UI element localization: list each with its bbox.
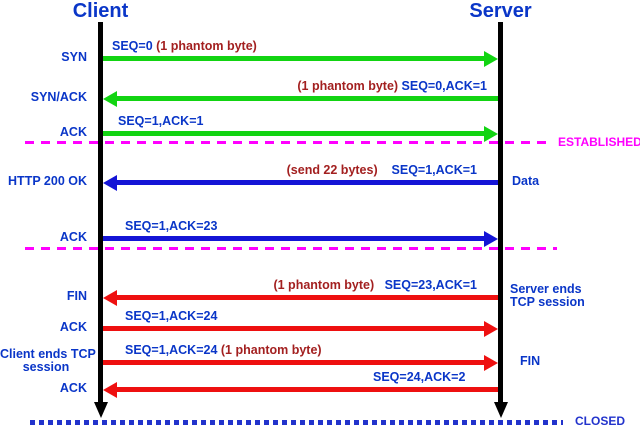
message-arrow-shaft-fin-server <box>117 295 498 300</box>
arrowhead-left-icon <box>103 382 117 398</box>
label-part: (1 phantom byte) <box>273 278 375 292</box>
label-part: SEQ=0 <box>112 39 157 53</box>
arrowhead-right-icon <box>484 231 498 247</box>
label-part: SEQ=1,ACK=1 <box>118 114 204 128</box>
left-label-syn: SYN <box>0 51 87 64</box>
left-label-ack-fin-client: ACK <box>0 382 87 395</box>
state-line-closed <box>30 420 563 425</box>
label-part: (send 22 bytes) <box>286 163 378 177</box>
left-label-line: SYN <box>61 50 87 64</box>
client-lifeline-arrow-icon <box>94 402 108 418</box>
server-title: Server <box>469 0 532 22</box>
message-arrow-shaft-ack-handshake <box>103 131 485 136</box>
right-label-fin-client: FIN <box>520 355 540 368</box>
left-label-line: HTTP 200 OK <box>8 174 87 188</box>
message-label-ack-fin-client: SEQ=24,ACK=2 <box>373 371 465 385</box>
label-part: (1 phantom byte) <box>297 79 402 93</box>
message-arrow-shaft-ack-fin-client <box>117 387 498 392</box>
server-lifeline-arrow-icon <box>494 402 508 418</box>
left-label-line: session <box>22 360 70 374</box>
client-lifeline <box>98 22 103 402</box>
arrowhead-right-icon <box>484 321 498 337</box>
message-label-http-data: (send 22 bytes) SEQ=1,ACK=1 <box>287 164 477 178</box>
message-arrow-shaft-ack-data <box>103 236 485 241</box>
right-label-line: FIN <box>520 354 541 368</box>
arrowhead-right-icon <box>484 51 498 67</box>
label-part: (1 phantom byte) <box>156 39 257 53</box>
label-part: SEQ=23,ACK=1 <box>374 278 477 292</box>
left-label-line: FIN <box>66 289 87 303</box>
state-line-half-close <box>25 247 557 250</box>
left-label-syn-ack: SYN/ACK <box>0 91 87 104</box>
label-part: SEQ=0,ACK=1 <box>401 79 487 93</box>
message-arrow-shaft-fin-client <box>103 360 485 365</box>
arrowhead-right-icon <box>484 126 498 142</box>
client-title: Client <box>72 0 129 22</box>
message-arrow-shaft-ack-fin-server <box>103 326 485 331</box>
left-label-line: ACK <box>59 320 87 334</box>
label-part: SEQ=24,ACK=2 <box>373 370 466 384</box>
left-label-fin-server: FIN <box>0 290 87 303</box>
left-label-http-data: HTTP 200 OK <box>0 175 87 188</box>
left-label-line: ACK <box>59 230 87 244</box>
label-part: SEQ=1,ACK=24 <box>125 343 221 357</box>
left-label-ack-data: ACK <box>0 231 87 244</box>
message-arrow-shaft-syn-ack <box>117 96 498 101</box>
left-label-ack-fin-server: ACK <box>0 321 87 334</box>
message-label-syn-ack: (1 phantom byte) SEQ=0,ACK=1 <box>297 80 487 94</box>
label-part: SEQ=1,ACK=23 <box>125 219 218 233</box>
right-label-line: Server ends <box>510 282 582 296</box>
message-label-syn: SEQ=0 (1 phantom byte) <box>112 40 257 54</box>
message-label-ack-data: SEQ=1,ACK=23 <box>125 220 217 234</box>
left-label-line: Client ends TCP <box>0 347 96 361</box>
label-part: SEQ=1,ACK=1 <box>377 163 477 177</box>
server-lifeline <box>498 22 503 402</box>
label-part: SEQ=1,ACK=24 <box>125 309 218 323</box>
right-label-line: TCP session <box>510 295 585 309</box>
state-label-closed: CLOSED <box>575 414 626 428</box>
left-label-line: SYN/ACK <box>30 90 87 104</box>
left-label-ack-handshake: ACK <box>0 126 87 139</box>
message-label-ack-handshake: SEQ=1,ACK=1 <box>118 115 203 129</box>
arrowhead-left-icon <box>103 290 117 306</box>
message-label-fin-server: (1 phantom byte) SEQ=23,ACK=1 <box>273 279 477 293</box>
state-label-established: ESTABLISHED <box>558 135 640 149</box>
message-arrow-shaft-syn <box>103 56 485 61</box>
message-label-ack-fin-server: SEQ=1,ACK=24 <box>125 310 217 324</box>
arrowhead-left-icon <box>103 175 117 191</box>
left-label-line: ACK <box>59 125 87 139</box>
right-label-line: Data <box>512 174 540 188</box>
state-line-established <box>25 141 553 144</box>
right-label-http-data: Data <box>512 175 539 188</box>
arrowhead-left-icon <box>103 91 117 107</box>
left-label-line: ACK <box>59 381 87 395</box>
message-arrow-shaft-http-data <box>117 180 498 185</box>
arrowhead-right-icon <box>484 355 498 371</box>
label-part: (1 phantom byte) <box>220 343 322 357</box>
message-label-fin-client: SEQ=1,ACK=24 (1 phantom byte) <box>125 344 322 358</box>
